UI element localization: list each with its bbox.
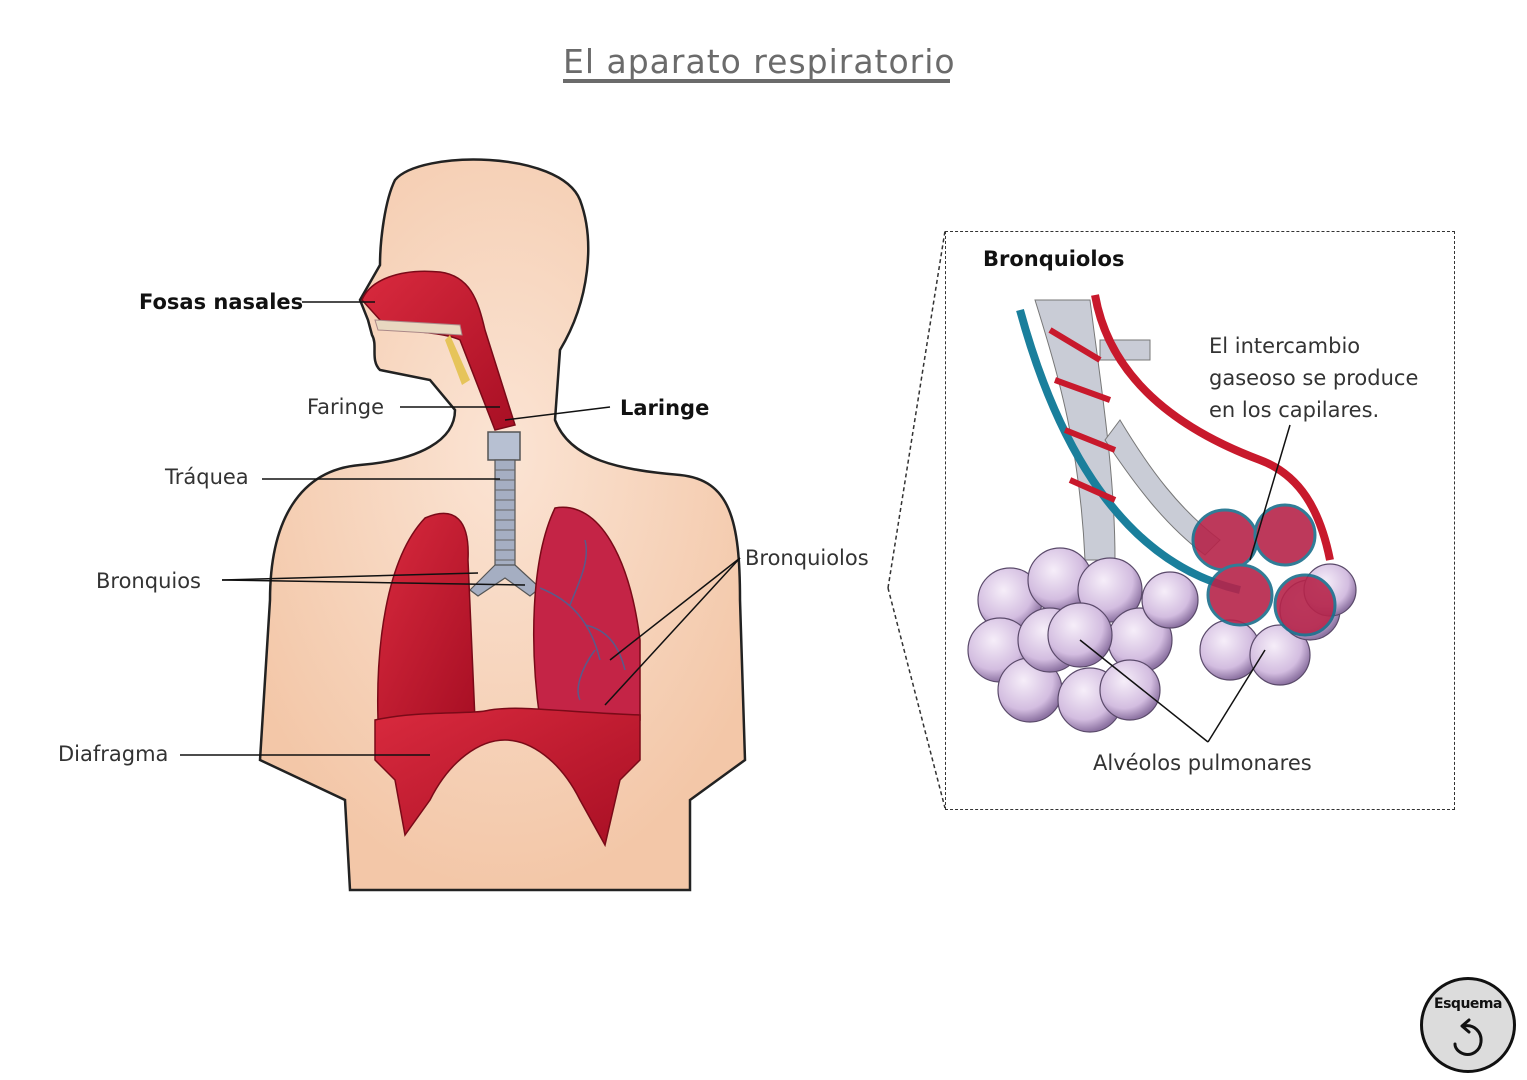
label-bronquiolos: Bronquiolos bbox=[745, 546, 869, 570]
zoom-connector bbox=[887, 230, 946, 809]
diaphragm bbox=[374, 707, 641, 848]
page-title: El aparato respiratorio bbox=[563, 42, 956, 81]
detail-heading: Bronquiolos bbox=[983, 247, 1125, 271]
leader-lines bbox=[180, 301, 741, 756]
note-line-3: en los capilares. bbox=[1209, 398, 1380, 422]
bronchiole-detail-box bbox=[945, 231, 1455, 810]
esquema-label: Esquema bbox=[1434, 996, 1502, 1012]
lungs bbox=[377, 506, 641, 721]
note-line-2: gaseoso se produce bbox=[1209, 366, 1419, 390]
bronchiole-detail bbox=[967, 294, 1357, 743]
label-laringe: Laringe bbox=[620, 396, 710, 420]
label-traquea: Tráquea bbox=[165, 465, 249, 489]
title-underline bbox=[563, 79, 950, 83]
nasal-pharynx bbox=[361, 270, 516, 431]
gas-exchange-note: El intercambio gaseoso se produce en los… bbox=[1209, 330, 1418, 426]
label-faringe: Faringe bbox=[307, 395, 385, 419]
label-bronquios: Bronquios bbox=[96, 569, 201, 593]
trachea bbox=[469, 431, 541, 597]
rotate-back-icon bbox=[1453, 1018, 1483, 1056]
esquema-button[interactable]: Esquema bbox=[1420, 977, 1516, 1073]
label-diafragma: Diafragma bbox=[58, 742, 169, 766]
label-fosas-nasales: Fosas nasales bbox=[139, 290, 304, 314]
note-line-1: El intercambio bbox=[1209, 334, 1361, 358]
label-alveolos: Alvéolos pulmonares bbox=[1093, 751, 1312, 775]
